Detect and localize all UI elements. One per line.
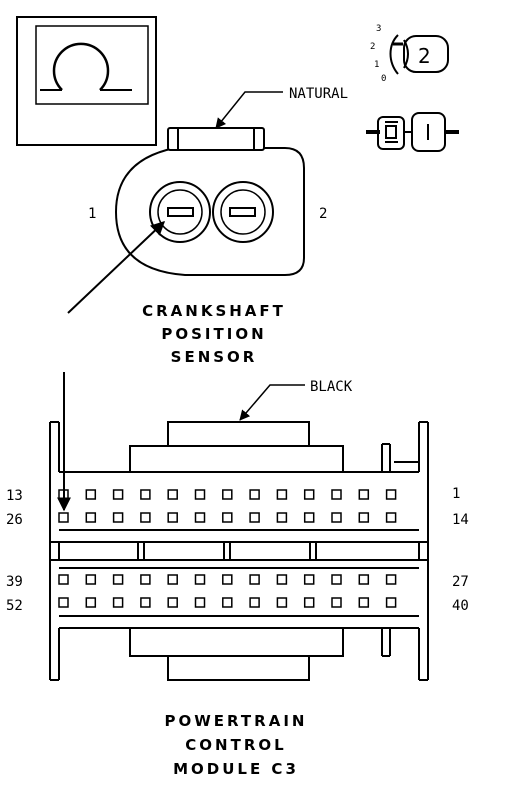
- pcm-cavity: [358, 512, 370, 523]
- pcm-bottom-latch-upper: [129, 627, 344, 657]
- pcm-top-latch-upper: [167, 421, 310, 447]
- pointer-arrow-sensor: [67, 221, 166, 314]
- pcm-cavity: [385, 489, 397, 500]
- sensor-connector-latch: [167, 127, 265, 151]
- pcm-cavity: [222, 597, 233, 608]
- pcm-cavity: [331, 489, 342, 500]
- pcm-cavity: [249, 512, 260, 523]
- pcm-cavity: [358, 597, 370, 608]
- pcm-cavity: [167, 512, 178, 523]
- pcm-cavity: [112, 489, 124, 500]
- pcm-title-line-1: POWERTRAIN: [165, 712, 308, 730]
- pcm-cavity: [385, 512, 397, 523]
- pcm-cavity: [276, 597, 288, 608]
- pcm-cavity: [276, 512, 288, 523]
- pcm-cavity: [276, 489, 288, 500]
- pcm-cavity: [303, 597, 315, 608]
- pcm-cavity: [249, 597, 260, 608]
- pcm-connector: [49, 421, 429, 681]
- pcm-cavity: [140, 574, 151, 585]
- sensor-pin-1-label: 1: [88, 206, 96, 222]
- pcm-title-line-3: MODULE C3: [173, 760, 299, 778]
- connector-side-view-icon: [366, 112, 459, 152]
- pcm-row-4-left-label: 52: [6, 598, 23, 614]
- pcm-cavity: [85, 597, 97, 608]
- pcm-cavity: [58, 597, 69, 608]
- sensor-color-label: NATURAL: [289, 86, 348, 102]
- pcm-cavity: [194, 597, 206, 608]
- view-scale-0: 0: [381, 74, 386, 84]
- pcm-cavity: [167, 574, 178, 585]
- pcm-cavity: [85, 512, 97, 523]
- pcm-cavity: [303, 489, 315, 500]
- pcm-row-2-left-label: 26: [6, 512, 23, 528]
- pcm-cavity: [358, 574, 370, 585]
- pcm-color-label: BLACK: [310, 379, 353, 395]
- pcm-cavity: [331, 574, 342, 585]
- pcm-cavity: [140, 489, 151, 500]
- pcm-cavity: [249, 574, 260, 585]
- pcm-cavity: [194, 512, 206, 523]
- terminal-reference-icon: [16, 16, 157, 146]
- pcm-cavity: [222, 574, 233, 585]
- pcm-cavity: [385, 597, 397, 608]
- pcm-cavity: [303, 512, 315, 523]
- pcm-row-2-right-label: 14: [452, 512, 469, 528]
- pcm-row-4-right-label: 40: [452, 598, 469, 614]
- pcm-cavity: [331, 512, 342, 523]
- pcm-cavity: [58, 574, 69, 585]
- pcm-cavity: [194, 574, 206, 585]
- pcm-cavity: [140, 597, 151, 608]
- sensor-cavity-2: [212, 181, 274, 243]
- pcm-cavity-grid: [58, 489, 397, 608]
- connector-view-icon: 3 2 1 0 2: [370, 24, 449, 84]
- view-scale-2: 2: [370, 42, 375, 52]
- pcm-cavity: [385, 574, 397, 585]
- pcm-bottom-latch-lower: [167, 655, 310, 681]
- pcm-cavity: [58, 512, 69, 523]
- pcm-cavity: [358, 489, 370, 500]
- sensor-pin-2-label: 2: [319, 206, 327, 222]
- pcm-row-3-right-label: 27: [452, 574, 469, 590]
- view-scale-1: 1: [374, 60, 379, 70]
- pcm-cavity: [112, 574, 124, 585]
- pcm-row-1-right-label: 1: [452, 486, 460, 502]
- pcm-cavity: [222, 512, 233, 523]
- sensor-title-line-3: SENSOR: [171, 348, 258, 366]
- sensor-title-line-1: CRANKSHAFT: [142, 302, 286, 320]
- pcm-cavity: [222, 489, 233, 500]
- sensor-title-line-2: POSITION: [161, 325, 266, 343]
- pcm-cavity: [167, 597, 178, 608]
- pcm-cavity: [112, 512, 124, 523]
- pcm-cavity: [331, 597, 342, 608]
- pcm-row-3-left-label: 39: [6, 574, 23, 590]
- black-callout: BLACK: [239, 379, 353, 421]
- pcm-top-latch-lower: [129, 445, 344, 473]
- sensor-cavity-1: [149, 181, 211, 243]
- pcm-cavity: [303, 574, 315, 585]
- pcm-cavity: [276, 574, 288, 585]
- sensor-connector-body: [114, 147, 305, 276]
- pcm-cavity: [140, 512, 151, 523]
- sensor-connector: [114, 127, 305, 276]
- pcm-cavity: [112, 597, 124, 608]
- pcm-title-line-2: CONTROL: [185, 736, 286, 754]
- pcm-cavity: [249, 489, 260, 500]
- natural-callout: NATURAL: [215, 86, 348, 129]
- pcm-row-1-left-label: 13: [6, 488, 23, 504]
- pcm-cavity: [85, 574, 97, 585]
- pcm-cavity: [167, 489, 178, 500]
- view-badge: 2: [418, 44, 431, 68]
- view-scale-3: 3: [376, 24, 381, 34]
- pcm-cavity: [85, 489, 97, 500]
- pcm-cavity: [194, 489, 206, 500]
- pcm-center-rib: [49, 541, 429, 561]
